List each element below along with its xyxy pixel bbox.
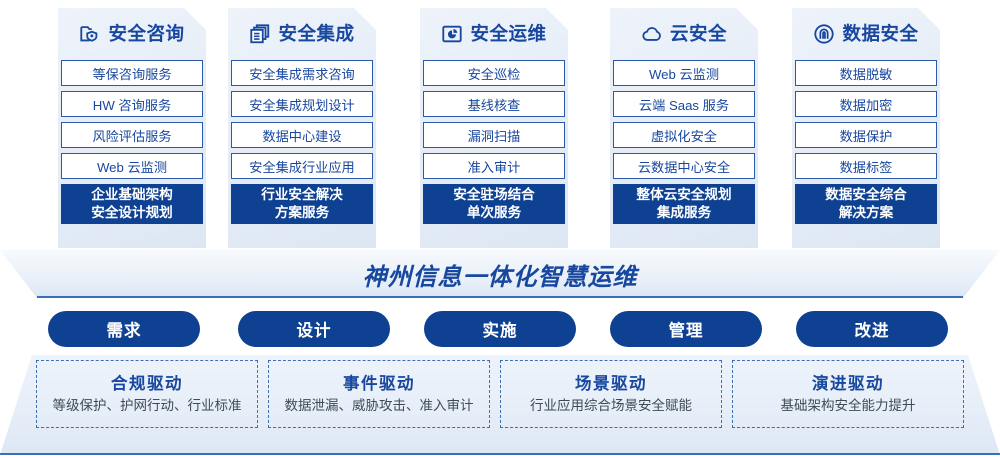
card-item[interactable]: 数据加密 bbox=[795, 91, 937, 117]
driver-title: 场景驱动 bbox=[575, 374, 647, 393]
capability-card-security-consulting[interactable]: 安全咨询 等保咨询服务 HW 咨询服务 风险评估服务 Web 云监测 企业基础架… bbox=[58, 8, 206, 248]
card-highlight-line: 整体云安全规划 bbox=[636, 186, 732, 202]
card-highlight-line: 集成服务 bbox=[656, 205, 712, 220]
card-highlight-line: 单次服务 bbox=[466, 205, 522, 220]
card-highlight-line: 安全设计规划 bbox=[91, 205, 173, 220]
card-item-list: 等保咨询服务 HW 咨询服务 风险评估服务 Web 云监测 企业基础架构 安全设… bbox=[61, 60, 203, 224]
stacked-documents-icon bbox=[249, 23, 271, 45]
driver-subtitle: 等级保护、护网行动、行业标准 bbox=[52, 398, 242, 413]
lifecycle-pill-management[interactable]: 管理 bbox=[610, 311, 762, 347]
card-item-list: 安全巡检 基线核查 漏洞扫描 准入审计 安全驻场结合 单次服务 bbox=[423, 60, 565, 224]
card-highlight-line: 行业安全解决 bbox=[261, 186, 343, 202]
card-item[interactable]: 数据保护 bbox=[795, 122, 937, 148]
driver-evolution[interactable]: 演进驱动 基础架构安全能力提升 bbox=[732, 360, 964, 428]
card-item[interactable]: 基线核查 bbox=[423, 91, 565, 117]
lifecycle-pill-improvement[interactable]: 改进 bbox=[796, 311, 948, 347]
card-item[interactable]: 数据标签 bbox=[795, 153, 937, 179]
platform-banner-title: 神州信息一体化智慧运维 bbox=[362, 263, 638, 291]
capability-card-security-operations[interactable]: 安全运维 安全巡检 基线核查 漏洞扫描 准入审计 安全驻场结合 单次服务 bbox=[420, 8, 568, 248]
card-highlight-line: 解决方案 bbox=[838, 205, 894, 220]
driver-title: 合规驱动 bbox=[111, 374, 183, 393]
card-item[interactable]: 安全集成规划设计 bbox=[231, 91, 373, 117]
card-title: 安全集成 bbox=[278, 22, 355, 44]
card-title: 安全咨询 bbox=[108, 22, 185, 44]
card-item[interactable]: 云端 Saas 服务 bbox=[613, 91, 755, 117]
lifecycle-pill-requirements[interactable]: 需求 bbox=[48, 311, 200, 347]
driver-incident[interactable]: 事件驱动 数据泄漏、威胁攻击、准入审计 bbox=[268, 360, 490, 428]
card-highlight-line: 数据安全综合 bbox=[825, 186, 907, 202]
folder-chart-icon bbox=[441, 23, 463, 45]
card-header: 安全运维 bbox=[420, 8, 568, 56]
card-item[interactable]: HW 咨询服务 bbox=[61, 91, 203, 117]
drivers-panel: 合规驱动 等级保护、护网行动、行业标准 事件驱动 数据泄漏、威胁攻击、准入审计 … bbox=[0, 355, 1000, 455]
card-item[interactable]: 虚拟化安全 bbox=[613, 122, 755, 148]
card-item[interactable]: 安全巡检 bbox=[423, 60, 565, 86]
card-item[interactable]: 安全集成需求咨询 bbox=[231, 60, 373, 86]
card-highlight-line: 企业基础架构 bbox=[91, 186, 173, 202]
capability-card-cloud-security[interactable]: 云安全 Web 云监测 云端 Saas 服务 虚拟化安全 云数据中心安全 整体云… bbox=[610, 8, 758, 248]
driver-subtitle: 基础架构安全能力提升 bbox=[780, 398, 916, 413]
card-item-list: Web 云监测 云端 Saas 服务 虚拟化安全 云数据中心安全 整体云安全规划… bbox=[613, 60, 755, 224]
driver-subtitle: 数据泄漏、威胁攻击、准入审计 bbox=[284, 398, 474, 413]
driver-title: 事件驱动 bbox=[343, 374, 415, 393]
card-header: 数据安全 bbox=[792, 8, 940, 56]
capability-cards-row: 安全咨询 等保咨询服务 HW 咨询服务 风险评估服务 Web 云监测 企业基础架… bbox=[0, 0, 1000, 252]
card-highlight-item[interactable]: 数据安全综合 解决方案 bbox=[795, 184, 937, 224]
card-item[interactable]: 数据脱敏 bbox=[795, 60, 937, 86]
lifecycle-pills-row: 需求 设计 实施 管理 改进 bbox=[0, 311, 1000, 347]
card-header: 安全集成 bbox=[228, 8, 376, 56]
card-header: 云安全 bbox=[610, 8, 758, 56]
card-item[interactable]: 数据中心建设 bbox=[231, 122, 373, 148]
lifecycle-pill-design[interactable]: 设计 bbox=[238, 311, 390, 347]
card-item[interactable]: 云数据中心安全 bbox=[613, 153, 755, 179]
card-highlight-item[interactable]: 安全驻场结合 单次服务 bbox=[423, 184, 565, 224]
folder-shield-icon bbox=[79, 23, 101, 45]
driver-subtitle: 行业应用综合场景安全赋能 bbox=[530, 398, 692, 413]
lifecycle-pill-implementation[interactable]: 实施 bbox=[424, 311, 576, 347]
card-item[interactable]: Web 云监测 bbox=[61, 153, 203, 179]
card-item-list: 安全集成需求咨询 安全集成规划设计 数据中心建设 安全集成行业应用 行业安全解决… bbox=[231, 60, 373, 224]
cloud-icon bbox=[641, 23, 663, 45]
driver-title: 演进驱动 bbox=[812, 374, 884, 393]
capability-card-data-security[interactable]: 数据安全 数据脱敏 数据加密 数据保护 数据标签 数据安全综合 解决方案 bbox=[792, 8, 940, 248]
card-item[interactable]: 准入审计 bbox=[423, 153, 565, 179]
platform-banner: 神州信息一体化智慧运维 bbox=[0, 250, 1000, 298]
drivers-panel-underline bbox=[0, 453, 1000, 455]
driver-compliance[interactable]: 合规驱动 等级保护、护网行动、行业标准 bbox=[36, 360, 258, 428]
card-item[interactable]: Web 云监测 bbox=[613, 60, 755, 86]
card-highlight-item[interactable]: 行业安全解决 方案服务 bbox=[231, 184, 373, 224]
card-highlight-line: 方案服务 bbox=[274, 205, 330, 220]
card-item[interactable]: 漏洞扫描 bbox=[423, 122, 565, 148]
card-title: 云安全 bbox=[669, 22, 727, 44]
card-highlight-item[interactable]: 企业基础架构 安全设计规划 bbox=[61, 184, 203, 224]
card-item-list: 数据脱敏 数据加密 数据保护 数据标签 数据安全综合 解决方案 bbox=[795, 60, 937, 224]
card-highlight-line: 安全驻场结合 bbox=[453, 186, 535, 202]
card-header: 安全咨询 bbox=[58, 8, 206, 56]
platform-banner-underline bbox=[37, 296, 963, 298]
fingerprint-icon bbox=[813, 23, 835, 45]
card-highlight-item[interactable]: 整体云安全规划 集成服务 bbox=[613, 184, 755, 224]
card-title: 数据安全 bbox=[842, 22, 919, 44]
card-item[interactable]: 风险评估服务 bbox=[61, 122, 203, 148]
card-title: 安全运维 bbox=[470, 22, 547, 44]
driver-scenario[interactable]: 场景驱动 行业应用综合场景安全赋能 bbox=[500, 360, 722, 428]
card-item[interactable]: 安全集成行业应用 bbox=[231, 153, 373, 179]
capability-card-security-integration[interactable]: 安全集成 安全集成需求咨询 安全集成规划设计 数据中心建设 安全集成行业应用 行… bbox=[228, 8, 376, 248]
card-item[interactable]: 等保咨询服务 bbox=[61, 60, 203, 86]
